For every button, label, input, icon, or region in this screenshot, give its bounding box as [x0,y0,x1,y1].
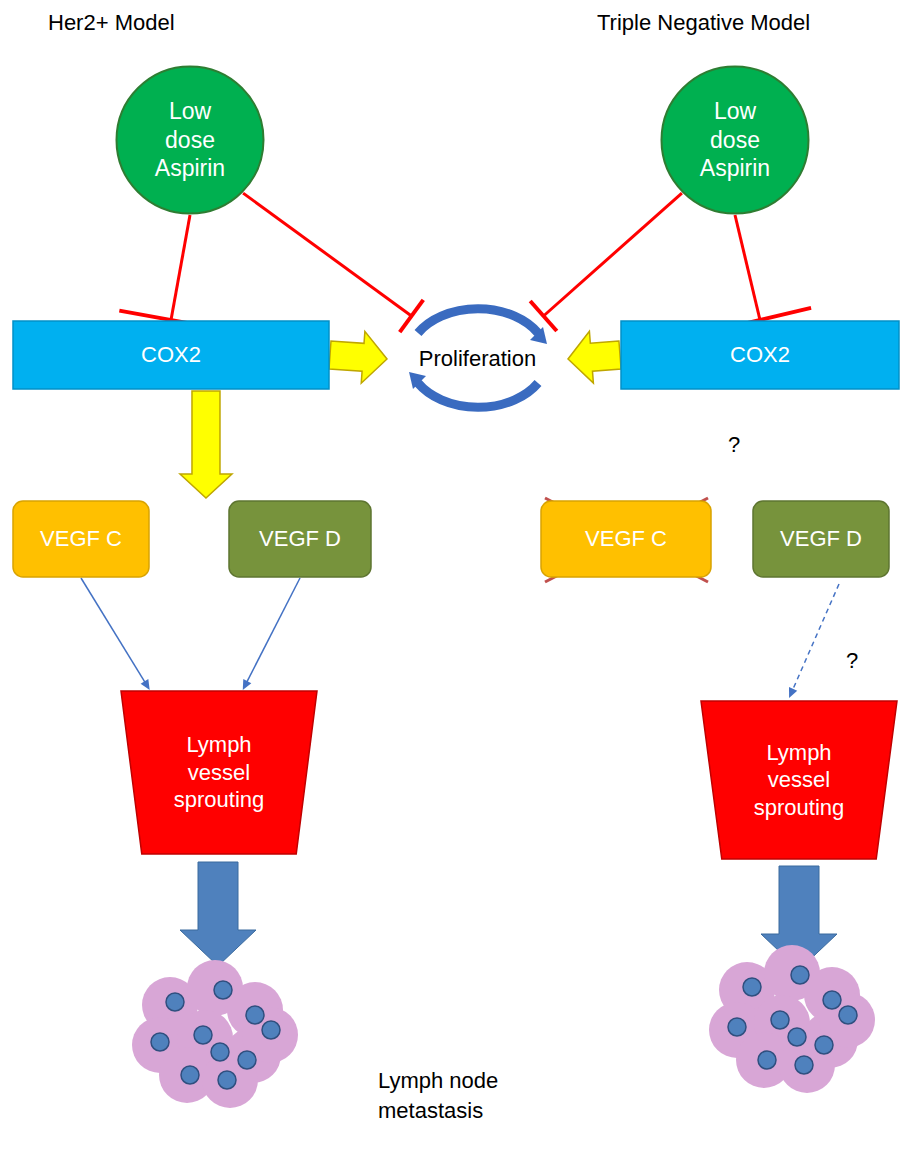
box-outline [13,321,329,389]
arrow-head [243,679,252,690]
node-text: Low dose Aspirin [693,97,778,183]
circle-outline [117,67,264,214]
cell-nucleus [795,1056,813,1074]
model-heading: Triple Negative Model [597,8,810,38]
box-outline [229,501,371,577]
block-arrow [180,391,232,498]
thin-line [792,584,839,691]
factor-box: VEGF D [752,500,890,578]
question-mark: ? [728,430,740,460]
cell-blob [779,1037,835,1093]
cell-nucleus [758,1051,776,1069]
process-trapezoid: Lymph vessel sprouting [700,700,898,860]
cell-nucleus [728,1018,746,1036]
cell-nucleus [839,1006,857,1024]
inhibit-bar [530,301,557,331]
trapezoid-outline [121,691,317,854]
cycle-arrows [409,309,547,407]
inhibit-connector [243,193,423,332]
block-arrow [329,331,387,383]
cell-nucleus [788,1028,806,1046]
cycle-arc [418,383,538,407]
factor-box: VEGF C [12,500,150,578]
process-label: Proliferation [395,330,560,388]
block-arrow [568,331,621,383]
enzyme-box: COX2 [620,320,900,390]
factor-box: VEGF C [540,500,712,578]
cell-nucleus [743,978,761,996]
thin-line [81,578,146,683]
block-connector [180,391,232,498]
inhibit-connector [530,193,682,331]
node-text: COX2 [141,341,201,369]
cell-nucleus [238,1051,256,1069]
box-outline [541,501,711,577]
inhibit-line [171,215,190,320]
cell-nucleus [815,1036,833,1054]
cell-nucleus [166,993,184,1011]
enzyme-box: COX2 [12,320,330,390]
model-heading: Her2+ Model [48,8,175,38]
inhibit-line [735,215,760,320]
drug-circle: Low dose Aspirin [115,65,265,215]
cell-nucleus [823,991,841,1009]
arrow-head [141,679,150,690]
block-connector [329,331,387,383]
cell-nucleus [262,1021,280,1039]
cell-nucleus [214,981,232,999]
inhibit-line [243,193,411,316]
cell-nucleus [218,1071,236,1089]
dashed-connector [789,584,839,698]
cycle-arc [418,309,538,333]
box-outline [753,501,889,577]
question-mark: ? [846,646,858,676]
inhibit-bar [400,300,424,332]
process-trapezoid: Lymph vessel sprouting [120,690,318,855]
box-outline [13,501,149,577]
thin-connector [243,578,300,690]
circle-outline [662,67,809,214]
trapezoid-outline [701,701,897,859]
node-text: VEGF D [259,525,341,553]
inhibit-connector [709,215,811,332]
box-outline [621,321,899,389]
node-text: VEGF C [40,525,122,553]
cell-nucleus [194,1026,212,1044]
cell-blob [202,1052,258,1108]
node-text: VEGF C [585,525,667,553]
node-text: Proliferation [419,345,536,373]
cell-nucleus [211,1043,229,1061]
lymph-node-clusters [132,945,875,1108]
arrow-head [789,687,797,698]
block-connector [568,331,621,383]
thin-connector [81,578,150,690]
cell-nucleus [151,1033,169,1051]
node-text: COX2 [730,341,790,369]
cycle-head [530,327,547,344]
block-arrow [180,862,256,966]
factor-box: VEGF D [228,500,372,578]
node-text: Lymph vessel sprouting [164,731,274,814]
caption-label: Lymph node metastasis [378,1066,508,1125]
cell-nucleus [246,1006,264,1024]
thin-line [246,578,300,683]
cell-nucleus [181,1066,199,1084]
node-text: Lymph vessel sprouting [744,739,854,822]
cycle-head [409,372,426,389]
cell-nucleus [771,1011,789,1029]
drug-circle: Low dose Aspirin [660,65,810,215]
inhibit-connector [119,215,222,329]
node-text: VEGF D [780,525,862,553]
inhibit-line [544,193,682,316]
cell-nucleus [791,966,809,984]
node-text: Low dose Aspirin [148,97,233,183]
